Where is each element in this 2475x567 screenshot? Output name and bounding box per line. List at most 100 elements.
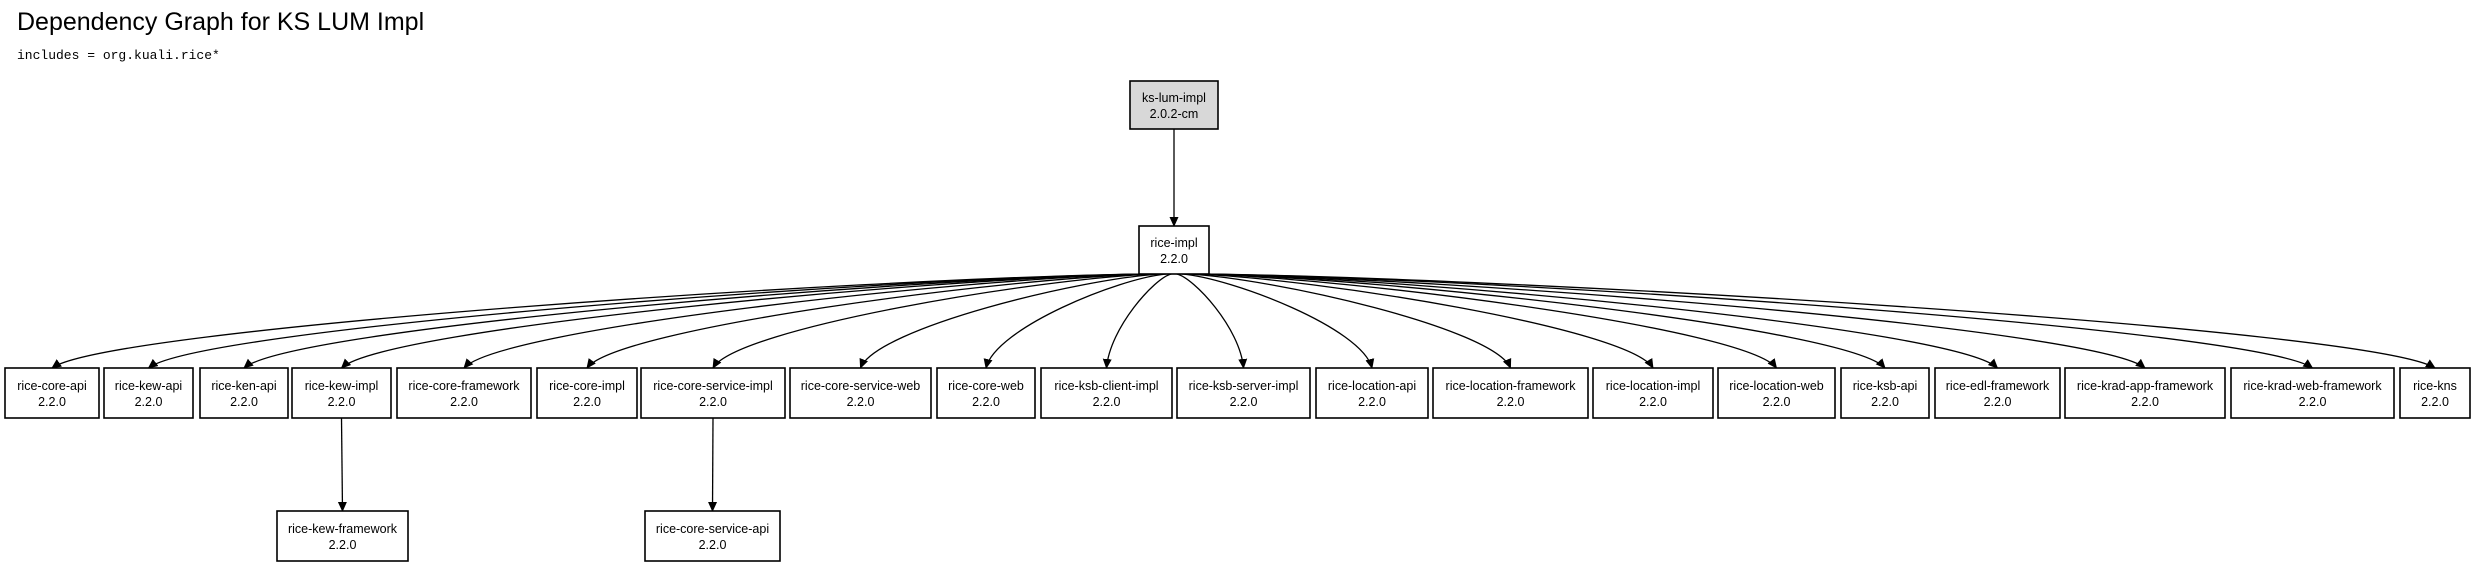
node-version: 2.2.0 — [329, 538, 357, 552]
node-name: rice-ksb-client-impl — [1054, 379, 1158, 393]
node-version: 2.2.0 — [230, 395, 258, 409]
node-name: rice-core-service-web — [801, 379, 921, 393]
node-version: 2.2.0 — [135, 395, 163, 409]
node-box — [1717, 367, 1836, 419]
nodes-layer: ks-lum-impl2.0.2-cmrice-impl2.2.0rice-co… — [4, 80, 2471, 562]
node-name: rice-location-impl — [1606, 379, 1700, 393]
node-ks-lum-impl[interactable]: ks-lum-impl 2.0.2-cm — [1129, 80, 1219, 130]
node-rice-impl[interactable]: rice-impl 2.2.0 — [1138, 225, 1210, 275]
node-rice-core-impl[interactable]: rice-core-impl 2.2.0 — [536, 367, 638, 419]
node-rice-kew-impl[interactable]: rice-kew-impl 2.2.0 — [291, 367, 392, 419]
node-box — [103, 367, 194, 419]
filter-expression: includes = org.kuali.rice* — [17, 48, 220, 63]
node-box — [396, 367, 532, 419]
node-version: 2.2.0 — [1358, 395, 1386, 409]
node-version: 2.2.0 — [1871, 395, 1899, 409]
node-rice-krad-app-framework[interactable]: rice-krad-app-framework 2.2.0 — [2064, 367, 2226, 419]
node-box — [2064, 367, 2226, 419]
node-rice-ken-api[interactable]: rice-ken-api 2.2.0 — [199, 367, 289, 419]
node-box — [640, 367, 786, 419]
node-name: rice-ksb-api — [1853, 379, 1918, 393]
node-rice-location-api[interactable]: rice-location-api 2.2.0 — [1315, 367, 1429, 419]
node-rice-location-framework[interactable]: rice-location-framework 2.2.0 — [1432, 367, 1589, 419]
node-rice-kew-framework[interactable]: rice-kew-framework 2.2.0 — [276, 510, 409, 562]
node-name: rice-location-web — [1729, 379, 1824, 393]
node-box — [199, 367, 289, 419]
node-rice-kns[interactable]: rice-kns 2.2.0 — [2399, 367, 2471, 419]
node-name: rice-core-service-impl — [653, 379, 772, 393]
edge-rice-impl-to-rice-core-web — [983, 273, 1167, 369]
node-box — [2399, 367, 2471, 419]
edge-rice-impl-to-rice-krad-web-framework — [1203, 273, 2314, 369]
node-rice-ksb-api[interactable]: rice-ksb-api 2.2.0 — [1840, 367, 1930, 419]
edge-rice-impl-to-rice-kew-impl — [340, 273, 1145, 369]
node-name: rice-location-api — [1328, 379, 1416, 393]
edge-rice-impl-to-rice-location-framework — [1187, 273, 1512, 369]
node-box — [1176, 367, 1311, 419]
node-name: rice-impl — [1150, 236, 1197, 250]
node-rice-krad-web-framework[interactable]: rice-krad-web-framework 2.2.0 — [2230, 367, 2395, 419]
node-name: rice-core-impl — [549, 379, 625, 393]
node-version: 2.2.0 — [450, 395, 478, 409]
edge-rice-core-service-impl-to-rice-core-service-api — [708, 417, 718, 512]
edge-rice-impl-to-rice-location-impl — [1193, 273, 1654, 369]
node-version: 2.2.0 — [2299, 395, 2327, 409]
node-version: 2.2.0 — [972, 395, 1000, 409]
node-name: ks-lum-impl — [1142, 91, 1206, 105]
node-box — [1040, 367, 1173, 419]
node-name: rice-kew-api — [115, 379, 182, 393]
edge-rice-impl-to-rice-ksb-server-impl — [1176, 273, 1248, 369]
edge-rice-impl-to-rice-core-api — [51, 273, 1145, 369]
node-version: 2.2.0 — [2131, 395, 2159, 409]
node-name: rice-krad-app-framework — [2077, 379, 2214, 393]
node-box — [1129, 80, 1219, 130]
node-rice-core-service-impl[interactable]: rice-core-service-impl 2.2.0 — [640, 367, 786, 419]
node-name: rice-kns — [2413, 379, 2457, 393]
node-version: 2.2.0 — [699, 538, 727, 552]
node-box — [291, 367, 392, 419]
node-name: rice-core-web — [948, 379, 1024, 393]
node-version: 2.2.0 — [328, 395, 356, 409]
node-version: 2.2.0 — [38, 395, 66, 409]
node-version: 2.2.0 — [1160, 252, 1188, 266]
node-box — [1592, 367, 1714, 419]
node-rice-core-service-api[interactable]: rice-core-service-api 2.2.0 — [644, 510, 781, 562]
node-version: 2.2.0 — [1230, 395, 1258, 409]
node-version: 2.2.0 — [2421, 395, 2449, 409]
edge-rice-impl-to-rice-core-service-web — [859, 273, 1162, 369]
node-name: rice-kew-impl — [305, 379, 379, 393]
edge-rice-impl-to-rice-core-service-impl — [712, 273, 1156, 369]
node-version: 2.2.0 — [699, 395, 727, 409]
node-rice-core-web[interactable]: rice-core-web 2.2.0 — [936, 367, 1036, 419]
edge-rice-impl-to-rice-edl-framework — [1203, 273, 1999, 369]
node-box — [789, 367, 932, 419]
node-box — [1315, 367, 1429, 419]
node-version: 2.2.0 — [573, 395, 601, 409]
node-version: 2.2.0 — [1497, 395, 1525, 409]
edge-rice-kew-impl-to-rice-kew-framework — [337, 417, 347, 512]
node-name: rice-edl-framework — [1946, 379, 2050, 393]
node-box — [1840, 367, 1930, 419]
node-box — [1934, 367, 2061, 419]
node-rice-kew-api[interactable]: rice-kew-api 2.2.0 — [103, 367, 194, 419]
node-name: rice-ken-api — [211, 379, 276, 393]
edges-layer — [51, 129, 2436, 512]
node-name: rice-ksb-server-impl — [1189, 379, 1299, 393]
node-name: rice-location-framework — [1446, 379, 1577, 393]
edge-rice-impl-to-rice-kns — [1203, 273, 2436, 369]
node-rice-ksb-server-impl[interactable]: rice-ksb-server-impl 2.2.0 — [1176, 367, 1311, 419]
node-name: rice-krad-web-framework — [2243, 379, 2382, 393]
edge-rice-impl-to-rice-ken-api — [243, 273, 1145, 369]
node-name: rice-core-service-api — [656, 522, 769, 536]
node-name: rice-kew-framework — [288, 522, 398, 536]
edge-rice-impl-to-rice-location-web — [1198, 273, 1778, 369]
node-version: 2.0.2-cm — [1150, 107, 1199, 121]
